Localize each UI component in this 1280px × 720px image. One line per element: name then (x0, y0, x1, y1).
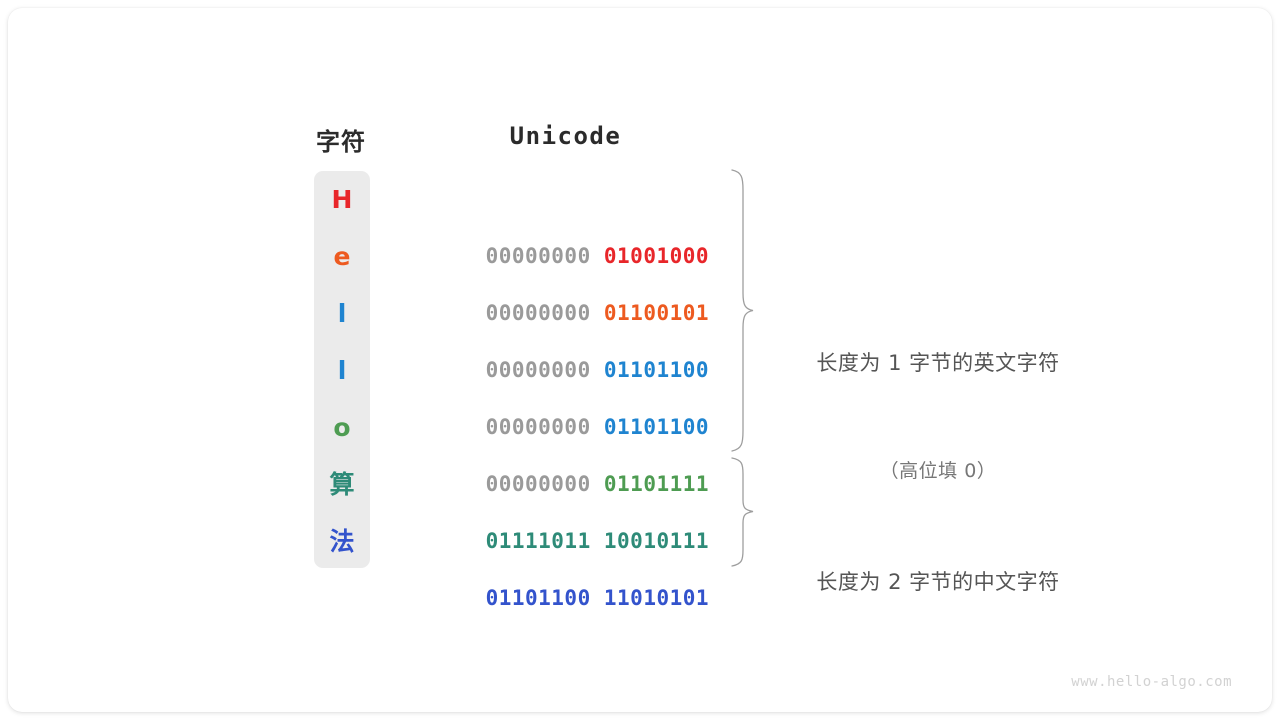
binary-row: 00000000_01101100 (433, 285, 709, 382)
column-header-unicode: Unicode (509, 122, 622, 150)
high-byte: 00000000 (485, 472, 591, 496)
low-byte: 01100101 (603, 301, 710, 325)
column-header-character: 字符 (316, 128, 366, 156)
low-byte: 11010101 (603, 586, 710, 610)
character-cell: l (337, 299, 347, 328)
high-byte: 00000000 (485, 358, 591, 382)
brace-chinese-icon (731, 457, 754, 567)
figure-card: 字符 Unicode H e l l o 算 法 00000000_010010… (8, 8, 1272, 712)
character-cell: o (333, 413, 351, 442)
annotation-chinese: 长度为 2 字节的中文字符 (778, 492, 1098, 672)
high-byte: 01111011 (485, 529, 591, 553)
low-byte: 01001000 (603, 244, 710, 268)
annotation-english: 长度为 1 字节的英文字符 （高位填 0） (778, 273, 1098, 561)
high-byte: 00000000 (485, 415, 591, 439)
binary-row: 00000000_01100101 (433, 228, 709, 325)
byte-separator: _ (591, 586, 604, 610)
binary-row: 00000000_01001000 (433, 171, 709, 268)
binary-row: 01111011_10010111 (433, 456, 709, 553)
high-byte: 00000000 (485, 301, 591, 325)
watermark: www.hello-algo.com (1071, 674, 1232, 690)
low-byte: 10010111 (603, 529, 710, 553)
low-byte: 01101100 (603, 415, 710, 439)
high-byte: 01101100 (485, 586, 591, 610)
character-cell: e (333, 242, 351, 271)
binary-row: 00000000_01101100 (433, 342, 709, 439)
binary-row: 01101100_11010101 (433, 513, 709, 610)
brace-english-icon (731, 169, 754, 452)
character-cell: H (331, 185, 353, 214)
low-byte: 01101111 (603, 472, 710, 496)
annotation-chinese-line1: 长度为 2 字节的中文字符 (816, 570, 1060, 594)
annotation-english-line1: 长度为 1 字节的英文字符 (816, 351, 1060, 375)
character-cell: 算 (329, 470, 355, 499)
low-byte: 01101100 (603, 358, 710, 382)
character-column: H e l l o 算 法 (314, 171, 370, 568)
character-cell: l (337, 356, 347, 385)
character-cell: 法 (329, 527, 355, 556)
annotation-english-line2: （高位填 0） (879, 460, 997, 482)
high-byte: 00000000 (485, 244, 591, 268)
binary-row: 00000000_01101111 (433, 399, 709, 496)
